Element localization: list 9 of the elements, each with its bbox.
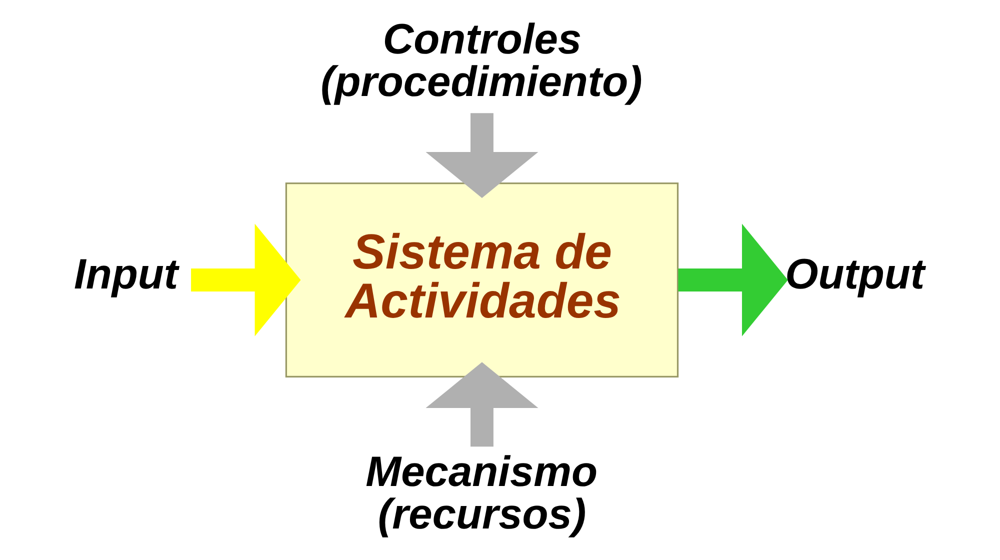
arrow [426,113,538,198]
arrow [678,224,788,336]
arrow [426,362,538,447]
node-text: Input [74,250,178,299]
node-text: Mecanismo (recursos) [366,448,598,539]
arrow [191,224,301,336]
node-text: Controles (procedimiento) [320,16,642,106]
node-box: Sistema de Actividades [285,182,679,378]
node-text: Output [785,250,925,299]
